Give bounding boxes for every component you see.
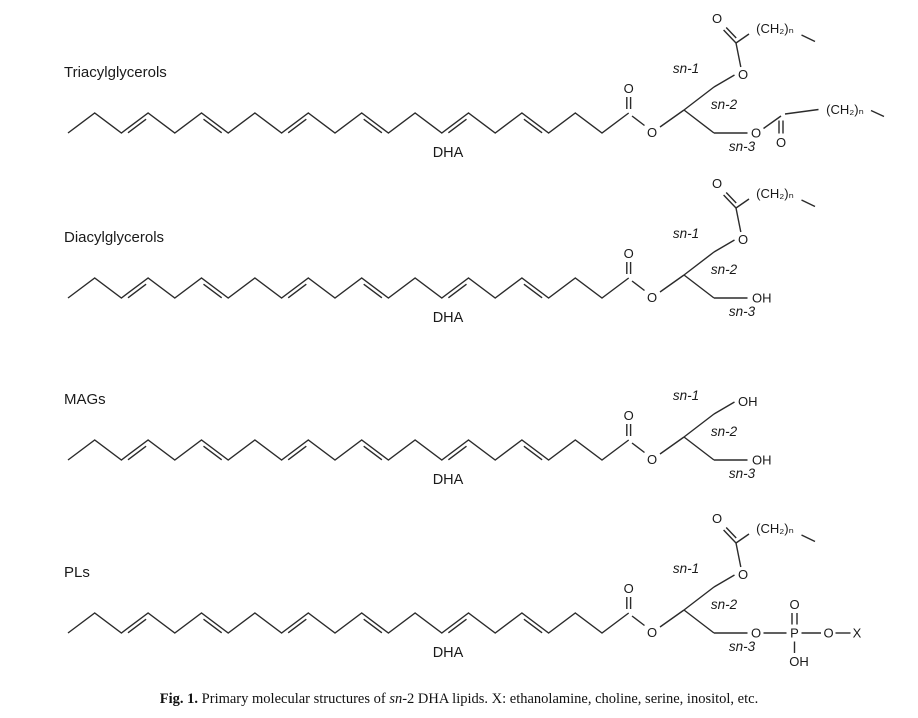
sn2-position-label: sn-2: [711, 262, 738, 277]
dha-chain-glycerol-skeleton: [67, 401, 749, 461]
structure-name-label: Triacylglycerols: [64, 64, 167, 81]
sn1-oxygen-label: O: [738, 567, 748, 582]
lipid-structures-figure: Triacylglycerols O O sn-1 sn-2 sn-3 O O …: [64, 11, 885, 669]
sn3-acyl-ch2n-label: (CH₂)ₙ: [826, 102, 864, 117]
sn1-acyl-oxygen-label: O: [712, 511, 722, 526]
phosphate-bridge-oxygen-label: O: [823, 626, 833, 641]
structure-diacylglycerols: Diacylglycerols O O sn-1 sn-2 sn-3 O O (…: [64, 176, 816, 326]
carbonyl-oxygen-label: O: [624, 408, 634, 423]
ester-oxygen-label: O: [647, 290, 657, 305]
phosphate-hydroxyl-label: OH: [789, 654, 809, 669]
sn3-position-label: sn-3: [729, 639, 756, 654]
structure-name-label: MAGs: [64, 391, 106, 408]
carbonyl-oxygen-label: O: [624, 246, 634, 261]
phosphate-oxygen-label: O: [789, 597, 799, 612]
sn1-acyl-oxygen-label: O: [712, 11, 722, 26]
sn3-position-label: sn-3: [729, 466, 756, 481]
sn2-position-label: sn-2: [711, 97, 738, 112]
sn1-acyl-ch2n-label: (CH₂)ₙ: [756, 21, 794, 36]
carbonyl-oxygen-label: O: [624, 81, 634, 96]
figure-caption: Fig. 1. Primary molecular structures of …: [0, 689, 918, 709]
sn3-oxygen-label: O: [751, 126, 761, 141]
structure-name-label: PLs: [64, 564, 90, 581]
sn1-position-label: sn-1: [673, 561, 699, 576]
sn3-position-label: sn-3: [729, 304, 756, 319]
headgroup-x-label: X: [853, 626, 862, 641]
dha-chain-glycerol-skeleton: [67, 74, 749, 134]
sn1-hydroxyl-label: OH: [738, 394, 758, 409]
figure-number: Fig. 1.: [159, 691, 199, 707]
dha-chain-label: DHA: [433, 645, 464, 661]
sn3-position-label: sn-3: [729, 139, 756, 154]
sn1-position-label: sn-1: [673, 61, 699, 76]
sn3-oxygen-label: O: [751, 626, 761, 641]
phosphorus-label: P: [790, 626, 799, 641]
structure-triacylglycerols: Triacylglycerols O O sn-1 sn-2 sn-3 O O …: [64, 11, 885, 161]
sn1-position-label: sn-1: [673, 388, 699, 403]
structure-name-label: Diacylglycerols: [64, 229, 164, 246]
dha-chain-label: DHA: [433, 310, 464, 326]
sn3-acyl-oxygen-label: O: [776, 135, 786, 150]
sn1-oxygen-label: O: [738, 67, 748, 82]
carbonyl-oxygen-label: O: [624, 581, 634, 596]
sn3-hydroxyl-label: OH: [752, 291, 772, 306]
structure-pls: PLs O O sn-1 sn-2 sn-3 O O (CH₂)ₙ O P O …: [64, 511, 862, 669]
dha-chain-glycerol-skeleton: [67, 574, 749, 634]
ester-oxygen-label: O: [647, 625, 657, 640]
sn2-position-label: sn-2: [711, 424, 738, 439]
sn1-acyl-ch2n-label: (CH₂)ₙ: [756, 521, 794, 536]
structure-mags: MAGs O O sn-1 sn-2 sn-3 OH OH DHA: [64, 388, 772, 488]
caption-text-after: -2 DHA lipids. X: ethanolamine, choline,…: [402, 691, 759, 707]
sn2-position-label: sn-2: [711, 597, 738, 612]
dha-chain-glycerol-skeleton: [67, 239, 749, 299]
sn3-acyl-chain-bonds: [762, 108, 885, 135]
sn1-acyl-oxygen-label: O: [712, 176, 722, 191]
ester-oxygen-label: O: [647, 125, 657, 140]
sn1-acyl-ch2n-label: (CH₂)ₙ: [756, 186, 794, 201]
dha-chain-label: DHA: [433, 472, 464, 488]
sn1-position-label: sn-1: [673, 226, 699, 241]
caption-text-before: Primary molecular structures of: [198, 691, 390, 707]
sn3-hydroxyl-label: OH: [752, 453, 772, 468]
phosphate-group-bonds: [762, 612, 852, 654]
caption-italic-sn: sn: [389, 691, 403, 707]
ester-oxygen-label: O: [647, 452, 657, 467]
figure-root: Triacylglycerols O O sn-1 sn-2 sn-3 O O …: [64, 11, 885, 669]
dha-chain-label: DHA: [433, 145, 464, 161]
sn1-oxygen-label: O: [738, 232, 748, 247]
